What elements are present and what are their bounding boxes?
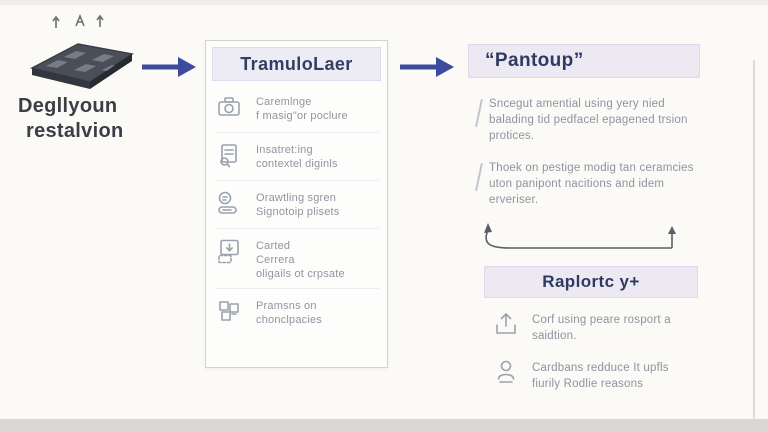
item-text: Signotoip plisets [256, 206, 340, 218]
document-search-icon [216, 141, 246, 173]
page-edge-right [753, 60, 755, 420]
list-item: Caremlnge f masig"or poclure [216, 85, 379, 132]
item-text: contextel diginls [256, 158, 338, 170]
report-panel-title: Raplortc y+ [484, 266, 698, 298]
people-icons [52, 13, 104, 28]
middle-panel: TramuloLaer Caremlnge f masig"or poclure [205, 40, 388, 368]
connector-arrow [476, 220, 696, 261]
report-item: Corf using peare rosport a saidtion. [492, 310, 702, 344]
item-text: fiurily Rodlie reasons [532, 378, 644, 390]
signature-icon [216, 189, 246, 221]
report-item: Cardbans redduce It upfls fiurily Rodlie… [492, 358, 702, 392]
right-paragraph: Sncegut amential using yery nied baladin… [475, 96, 710, 144]
item-text: chonclpacies [256, 314, 322, 326]
paragraph-text: Thoek on pestige modig tan ceramcies uto… [489, 162, 694, 206]
list-item: Orawtling sgren Signotoip plisets [216, 180, 379, 228]
item-text: Orawtling sgren [256, 192, 337, 204]
middle-panel-items: Caremlnge f masig"or poclure Insatret:in… [206, 83, 387, 336]
quote-tick-icon [475, 99, 483, 127]
device-label-line2: restalvion [26, 120, 124, 142]
right-paragraph: Thoek on pestige modig tan ceramcies uto… [475, 160, 710, 208]
tablet-device-icon [16, 12, 146, 96]
device-label-line1: Degllyoun [18, 95, 118, 117]
right-panel-title: “Pantoup” [468, 44, 700, 78]
middle-panel-title: TramuloLaer [212, 47, 381, 81]
quote-tick-icon [475, 163, 483, 191]
item-text: Caremlnge [256, 96, 312, 108]
item-text: Insatret:ing [256, 144, 313, 156]
paragraph-text: Sncegut amential using yery nied baladin… [489, 98, 688, 142]
item-text: oligails ot crpsate [256, 268, 345, 280]
item-text: Cerrera [256, 254, 295, 266]
page-edge-top [0, 0, 768, 5]
device-label: Degllyoun restalvion [18, 94, 123, 144]
flow-arrow-right [398, 53, 456, 86]
page-edge-bottom [0, 419, 768, 432]
person-icon [492, 358, 520, 391]
item-text: Pramsns on [256, 300, 317, 312]
id-card-icon [216, 237, 246, 269]
item-text: Carted [256, 240, 291, 252]
upload-icon [492, 310, 520, 343]
item-text: Corf using peare rosport a [532, 314, 671, 326]
camera-icon [216, 93, 246, 125]
blocks-icon [216, 297, 246, 329]
item-text: Cardbans redduce It upfls [532, 362, 669, 374]
flow-arrow-left [140, 53, 198, 86]
item-text: f masig"or poclure [256, 110, 348, 122]
list-item: Pramsns on chonclpacies [216, 288, 379, 336]
list-item: Carted Cerrera oligails ot crpsate [216, 228, 379, 288]
item-text: saidtion. [532, 330, 577, 342]
list-item: Insatret:ing contextel diginls [216, 132, 379, 180]
